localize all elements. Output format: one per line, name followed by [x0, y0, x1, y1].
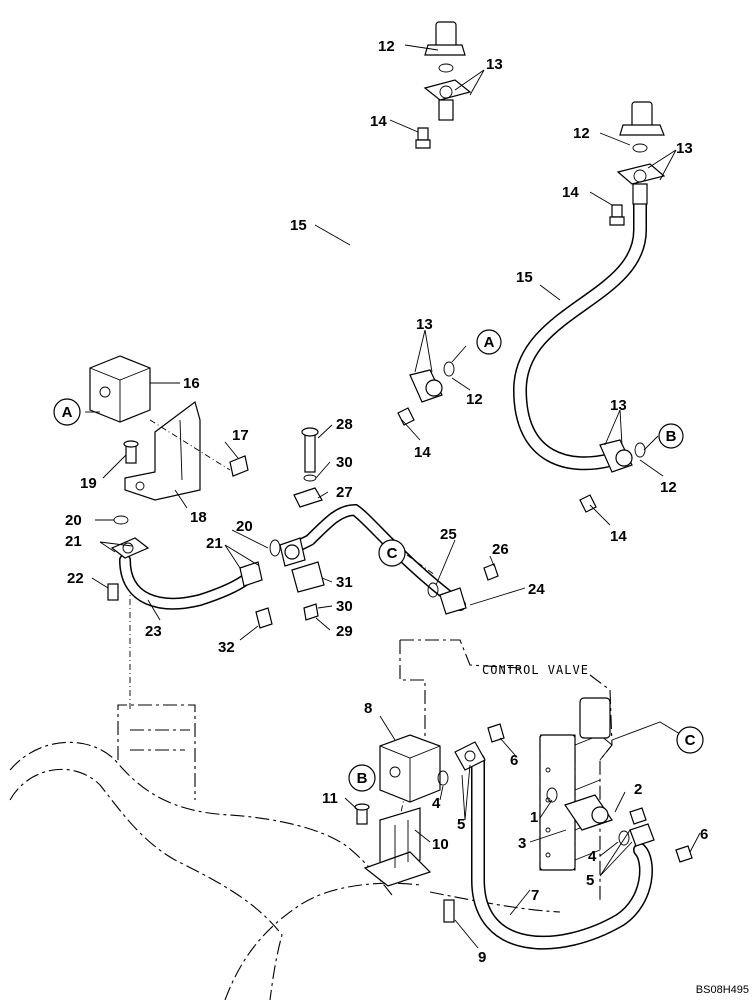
callout-14: 14	[610, 528, 627, 545]
view-ref-b-lower: B	[348, 764, 376, 792]
callout-7: 7	[531, 887, 539, 904]
control-valve	[539, 697, 613, 871]
callout-21: 21	[206, 535, 223, 552]
callout-10: 10	[432, 836, 449, 853]
view-ref-c-upper: C	[378, 539, 406, 567]
callouts: 12 13 14 15 13 12 14 12 13 14 15 13 12 1…	[65, 38, 708, 966]
callout-12: 12	[466, 391, 483, 408]
callout-12: 12	[660, 479, 677, 496]
callout-32: 32	[218, 639, 235, 656]
callout-25: 25	[440, 526, 457, 543]
callout-20: 20	[236, 518, 253, 535]
view-ref-b-upper: B	[658, 423, 684, 449]
callout-26: 26	[492, 541, 509, 558]
callout-15: 15	[290, 217, 307, 234]
callout-24: 24	[528, 581, 545, 598]
callout-2: 2	[634, 781, 642, 798]
callout-9: 9	[478, 949, 486, 966]
hose-15-right	[512, 101, 666, 513]
callout-14: 14	[370, 113, 387, 130]
callout-4: 4	[432, 795, 441, 812]
callout-11: 11	[322, 790, 338, 807]
view-ref-c-lower: C	[676, 726, 704, 754]
callout-30: 30	[336, 454, 353, 471]
callout-8: 8	[364, 700, 372, 717]
callout-5: 5	[457, 816, 465, 833]
callout-13: 13	[676, 140, 693, 157]
callout-21: 21	[65, 533, 82, 550]
callout-1: 1	[530, 809, 538, 826]
view-ref-label: A	[62, 404, 73, 421]
callout-12: 12	[378, 38, 395, 55]
drawing-code: BS08H495	[696, 984, 749, 996]
callout-28: 28	[336, 416, 353, 433]
view-ref-label: B	[666, 428, 677, 445]
pipe-23	[107, 537, 281, 629]
view-ref-label: A	[484, 334, 495, 351]
callout-22: 22	[67, 570, 84, 587]
view-ref-label: C	[387, 545, 398, 562]
callout-3: 3	[518, 835, 526, 852]
view-ref-label: C	[685, 732, 696, 749]
hose-15-left	[324, 21, 472, 426]
callout-14: 14	[414, 444, 431, 461]
block-16-bracket-18	[89, 355, 249, 525]
callout-14: 14	[562, 184, 579, 201]
callout-15: 15	[516, 269, 533, 286]
view-ref-label: B	[357, 770, 368, 787]
callout-20: 20	[65, 512, 82, 529]
pipe-24	[279, 427, 499, 621]
callout-6: 6	[510, 752, 518, 769]
callout-27: 27	[336, 484, 353, 501]
view-ref-a-upper: A	[476, 329, 502, 355]
callout-17: 17	[232, 427, 249, 444]
view-ref-a-left: A	[53, 398, 81, 426]
callout-29: 29	[336, 623, 353, 640]
callout-31: 31	[336, 574, 353, 591]
callout-23: 23	[145, 623, 162, 640]
callout-18: 18	[190, 509, 207, 526]
callout-19: 19	[80, 475, 97, 492]
callout-6: 6	[700, 826, 708, 843]
callout-12: 12	[573, 125, 590, 142]
callout-4: 4	[588, 848, 597, 865]
block-8-stand-10	[354, 734, 455, 923]
callout-13: 13	[416, 316, 433, 333]
control-valve-label: CONTROL VALVE	[482, 663, 589, 677]
hose-7	[454, 723, 693, 950]
callout-13: 13	[610, 397, 627, 414]
callout-16: 16	[183, 375, 200, 392]
callout-13: 13	[486, 56, 503, 73]
callout-30: 30	[336, 598, 353, 615]
callout-5: 5	[586, 872, 594, 889]
